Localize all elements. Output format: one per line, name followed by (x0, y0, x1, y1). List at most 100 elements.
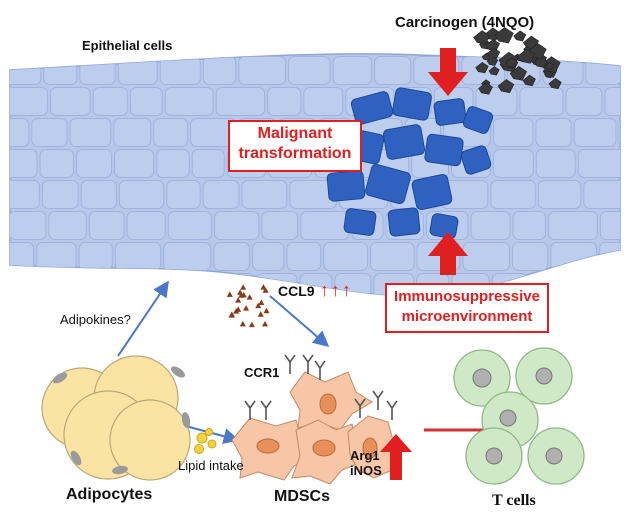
ccl9-particle (238, 292, 245, 298)
carcinogen-particle (487, 47, 501, 59)
immuno-line1: Immunosuppressive (394, 288, 540, 305)
malignant-line1: Malignant (257, 125, 333, 142)
epithelial-cell (599, 211, 620, 240)
epithelial-cell (10, 87, 48, 116)
epithelial-cell (78, 242, 113, 271)
carcinogen-arrow (428, 48, 468, 96)
ccr1-receptors (244, 354, 398, 420)
carcinogen-particle (544, 70, 554, 79)
epithelial-cell (537, 180, 582, 209)
epithelial-cell (76, 149, 113, 178)
t-cell-nucleus (485, 447, 503, 465)
epithelial-cell (118, 180, 165, 209)
adipocyte-nucleus (181, 412, 191, 428)
epithelial-cell (618, 118, 620, 147)
carcinogen-particle (544, 61, 555, 70)
immunosuppression-arrow (428, 232, 468, 275)
malignant-line2: transformation (238, 145, 352, 162)
epithelial-cell (332, 56, 373, 85)
epithelial-cell (10, 149, 38, 178)
transformed-cell (382, 124, 426, 160)
epithelial-cell (92, 87, 128, 116)
epithelial-cell (462, 242, 511, 271)
epithelial-cell (492, 118, 534, 147)
epithelial-cell (300, 211, 350, 240)
mdscs-label: MDSCs (274, 488, 331, 505)
carcinogen-particle (509, 66, 528, 81)
epithelial-cell (114, 149, 155, 178)
epithelial-cell (80, 180, 117, 209)
epithelial-cell (213, 242, 250, 271)
epithelial-cell (191, 149, 225, 178)
epithelial-cell (323, 242, 368, 271)
adipocytes-label: Adipocytes (66, 486, 153, 503)
t-cells-label: T cells (492, 492, 536, 509)
epithelial-cell (214, 211, 260, 240)
ccr1-receptor (284, 354, 296, 374)
epithelial-cell (166, 180, 201, 209)
ccl9-particle (255, 302, 262, 309)
ccl9-particle (240, 284, 247, 290)
epithelial-cell (170, 273, 218, 297)
carcinogen-particle (478, 82, 493, 95)
adipocyte-nucleus (171, 366, 185, 378)
transformed-cell (433, 98, 467, 126)
adipocyte-nucleus (70, 450, 82, 466)
epithelial-cell (585, 56, 620, 85)
epithelial-cells-label: Epithelial cells (82, 38, 173, 53)
transformed-cell (343, 208, 377, 236)
ccl9-recruit-arrow (269, 295, 330, 348)
t-cell-nucleus (545, 447, 563, 465)
epithelial-cell (10, 211, 47, 240)
epithelial-cell (519, 87, 564, 116)
epithelial-cell (261, 211, 299, 240)
epithelial-cell (475, 87, 518, 116)
carcinogen-particle (548, 78, 562, 90)
epithelial-cell (41, 180, 79, 209)
transformed-cell (411, 174, 453, 210)
ccr1-receptor (244, 400, 256, 420)
ccl9-particle (262, 287, 269, 293)
immunosuppressive-box: Immunosuppressive microenvironment (385, 283, 549, 333)
ccl9-up-arrows: ↑↑↑ (320, 280, 353, 300)
epithelial-cell (241, 180, 288, 209)
epithelial-cell (113, 118, 152, 147)
epithelial-cell (251, 242, 285, 271)
transformed-cell (460, 145, 492, 175)
epithelial-cell (548, 211, 598, 240)
malignant-transformation-box: Malignant transformation (228, 120, 362, 172)
immuno-line2: microenvironment (401, 308, 533, 325)
ccl9-particle (248, 321, 255, 328)
mdsc-nucleus (319, 393, 337, 415)
adipokines-label: Adipokines? (60, 312, 131, 327)
ccr1-receptor (386, 400, 398, 420)
ccl9-particle (258, 299, 265, 305)
epithelial-cell (604, 87, 620, 116)
epithelial-cell (624, 57, 629, 85)
ccl9-particle (228, 311, 235, 317)
epithelial-cell (535, 118, 572, 147)
epithelial-cell (565, 87, 603, 116)
t-cell-nucleus (535, 367, 553, 385)
carcinogen-particle (522, 74, 536, 87)
carcinogen-particle (504, 57, 518, 68)
ccl9-particle (260, 284, 267, 290)
carcinogen-particle (513, 30, 527, 42)
transformed-cell (365, 163, 411, 205)
epithelial-cell (156, 149, 190, 178)
epithelial-cell (470, 211, 511, 240)
carcinogen-particle (486, 56, 499, 66)
adipocytes-cluster (41, 355, 191, 481)
transformed-cell (462, 106, 494, 134)
ccl9-particle (237, 289, 244, 295)
ccl9-particle (235, 306, 242, 312)
transformed-cell (350, 91, 394, 125)
epithelial-cell (117, 56, 158, 85)
ccr1-receptor (302, 354, 314, 374)
epithelial-cell (267, 87, 302, 116)
epithelial-layer (9, 53, 629, 297)
inos-label: iNOS (350, 463, 382, 478)
epithelial-cell (573, 118, 617, 147)
epithelial-cell (39, 149, 75, 178)
